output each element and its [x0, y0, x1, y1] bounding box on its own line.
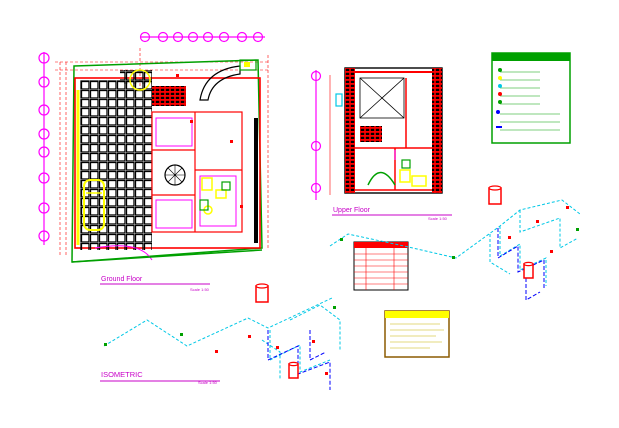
site-boundary [71, 59, 263, 263]
notes-box [384, 310, 450, 358]
left-grid-markers [38, 52, 50, 245]
upper-right-wall [432, 68, 442, 193]
upper-floor-title: Upper Floor [333, 207, 371, 214]
car-outline [83, 179, 105, 231]
upper-floor-plan: Upper Floor Scale 1:50 [310, 67, 452, 221]
isometric-piping: ISOMETRIC Scale 1:50 [100, 283, 341, 390]
ground-floor-title: Ground Floor [101, 276, 143, 283]
ground-floor-scale: Scale 1:50 [190, 287, 210, 292]
ground-floor-plan: Ground Floor Scale 1:50 [38, 31, 270, 292]
tile-area [80, 80, 152, 250]
schedule-table [353, 241, 409, 291]
upper-floor-scale: Scale 1:50 [428, 216, 448, 221]
heater-tank-2 [288, 361, 299, 379]
heater-tank-1 [255, 283, 269, 303]
isometric-title: ISOMETRIC [101, 370, 143, 379]
isometric-piping-upper [329, 185, 581, 301]
upper-left-wall [345, 68, 355, 193]
heater-tank-3 [488, 185, 502, 205]
top-grid-markers [139, 31, 265, 43]
ground-stairs [152, 86, 186, 106]
upper-stairs [360, 126, 382, 142]
legend-box [491, 52, 571, 144]
heater-tank-4 [523, 261, 534, 279]
isometric-scale: Scale 1:50 [198, 380, 218, 385]
